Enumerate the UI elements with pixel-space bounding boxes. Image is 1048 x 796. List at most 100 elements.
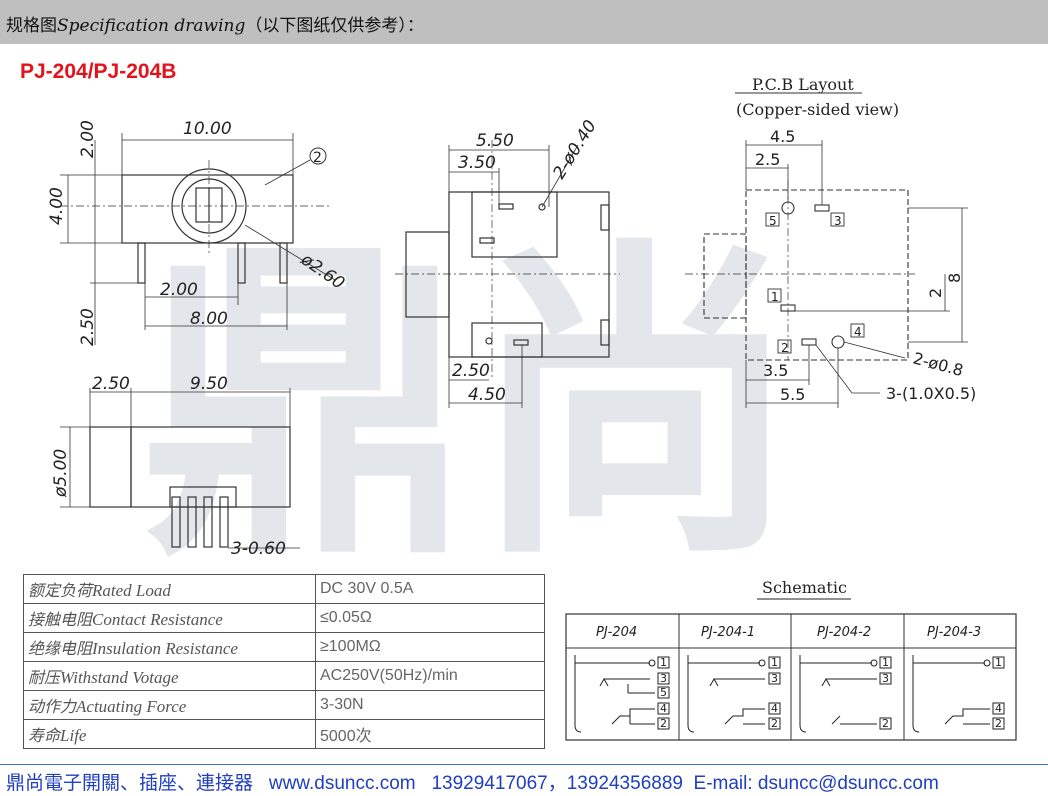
spec-label-en: Actuating Force bbox=[76, 697, 187, 716]
pcb-layout bbox=[685, 92, 968, 408]
spec-label: 寿命Life bbox=[23, 719, 316, 749]
schematic-pin: 3 bbox=[660, 672, 667, 685]
model-title: PJ-204/PJ-204B bbox=[20, 60, 177, 83]
table-row: 耐压Withstand Votage AC250V(50Hz)/min bbox=[23, 661, 545, 691]
schematic-pin: 1 bbox=[771, 656, 778, 669]
schematic-pin: 3 bbox=[882, 672, 889, 685]
pcb-subtitle: (Copper-sided view) bbox=[736, 100, 899, 119]
schematic-pin: 2 bbox=[771, 717, 778, 730]
spec-value: ≤0.05Ω bbox=[315, 603, 545, 633]
footer-divider bbox=[0, 764, 1048, 765]
footer-company: 鼎尚電子開關、插座、連接器 bbox=[6, 772, 254, 794]
pcb-pin-label: 5 bbox=[769, 214, 777, 228]
dim-pcb-slots: 3-(1.0X0.5) bbox=[886, 384, 976, 403]
schematic-pin: 2 bbox=[995, 717, 1002, 730]
pcb-pin-label: 2 bbox=[781, 341, 789, 355]
schematic-col-name: PJ-204 bbox=[596, 625, 637, 640]
top-view bbox=[395, 140, 620, 408]
dim-front-width: 10.00 bbox=[183, 119, 232, 139]
schematic-title: Schematic bbox=[762, 578, 847, 597]
header-title: 规格图Specification drawing（以下图纸仅供参考）： bbox=[6, 11, 424, 36]
dim-front-body: 4.00 bbox=[47, 187, 67, 225]
header-title-zh: 规格图 bbox=[6, 16, 57, 36]
footer-website[interactable]: www.dsuncc.com bbox=[268, 773, 416, 794]
spec-label-zh: 动作力 bbox=[28, 697, 77, 716]
spec-value: DC 30V 0.5A bbox=[315, 574, 545, 604]
header-note: （以下图纸仅供参考）： bbox=[245, 16, 424, 36]
spec-label-en: Contact Resistance bbox=[92, 610, 223, 629]
spec-label-zh: 接触电阻 bbox=[28, 610, 93, 629]
table-row: 绝缘电阻Insulation Resistance ≥100MΩ bbox=[23, 632, 545, 662]
schematic-col-name: PJ-204-3 bbox=[927, 625, 981, 640]
spec-value: ≥100MΩ bbox=[315, 632, 545, 662]
schematic-pin: 1 bbox=[660, 656, 667, 669]
dim-side-pins: 3-0.60 bbox=[231, 539, 286, 559]
schematic-col-name: PJ-204-2 bbox=[817, 625, 871, 640]
schematic-pin: 1 bbox=[995, 656, 1002, 669]
spec-label: 动作力Actuating Force bbox=[23, 690, 316, 720]
dim-side-length: 9.50 bbox=[190, 374, 228, 394]
spec-label-en: Insulation Resistance bbox=[92, 639, 238, 658]
schematic-col-name: PJ-204-1 bbox=[701, 625, 755, 640]
dim-front-pin-outer: 8.00 bbox=[190, 309, 228, 329]
schematic-pin: 2 bbox=[882, 717, 889, 730]
spec-label-zh: 额定负荷 bbox=[28, 581, 93, 600]
dim-side-head: 2.50 bbox=[92, 374, 130, 394]
table-row: 寿命Life 5000次 bbox=[23, 719, 545, 749]
dim-top-hole: 2-ø0.40 bbox=[549, 117, 601, 183]
spec-label: 绝缘电阻Insulation Resistance bbox=[23, 632, 316, 662]
dim-pcb-hole: 2-ø0.8 bbox=[911, 349, 965, 381]
spec-label: 耐压Withstand Votage bbox=[23, 661, 316, 691]
spec-label-zh: 耐压 bbox=[28, 668, 61, 687]
spec-label-en: Life bbox=[60, 726, 87, 745]
dim-front-bottom: 2.50 bbox=[78, 308, 98, 346]
dim-top-a: 5.50 bbox=[476, 131, 514, 151]
dim-pcb-bot-a: 3.5 bbox=[763, 361, 788, 380]
dim-top-b: 3.50 bbox=[458, 153, 496, 173]
schematic-pin: 4 bbox=[660, 702, 667, 715]
pcb-pin-label: 3 bbox=[834, 214, 842, 228]
footer-email[interactable]: E-mail: dsuncc@dsuncc.com bbox=[693, 773, 939, 794]
schematic-pin: 4 bbox=[995, 702, 1002, 715]
dim-front-pin-span: 2.00 bbox=[160, 280, 198, 300]
dim-pcb-top-b: 2.5 bbox=[755, 150, 780, 169]
spec-table: 额定负荷Rated Load DC 30V 0.5A 接触电阻Contact R… bbox=[23, 574, 545, 749]
table-row: 接触电阻Contact Resistance ≤0.05Ω bbox=[23, 603, 545, 633]
footer-phones: 13929417067，13924356889 bbox=[431, 773, 683, 794]
schematic-pin: 1 bbox=[882, 656, 889, 669]
schematic-pin: 2 bbox=[660, 717, 667, 730]
header-bar: 规格图Specification drawing（以下图纸仅供参考）： bbox=[0, 0, 1048, 44]
dim-pcb-bot-b: 5.5 bbox=[780, 385, 805, 404]
schematic: Schematic PJ-204 PJ-204-1 PJ-204-2 PJ-20… bbox=[565, 578, 1017, 741]
spec-label: 接触电阻Contact Resistance bbox=[23, 603, 316, 633]
header-title-en: Specification drawing bbox=[57, 16, 246, 36]
front-view bbox=[60, 133, 336, 345]
dim-pcb-top-a: 4.5 bbox=[770, 127, 795, 146]
dim-front-top: 2.00 bbox=[78, 120, 98, 158]
pcb-labels: P.C.B Layout (Copper-sided view) 4.5 2.5… bbox=[736, 75, 976, 404]
footer: 鼎尚電子開關、插座、連接器 www.dsuncc.com 13929417067… bbox=[6, 768, 939, 795]
dim-pcb-height: 8 bbox=[945, 273, 964, 283]
pcb-pin-label: 1 bbox=[771, 290, 779, 304]
table-row: 动作力Actuating Force 3-30N bbox=[23, 690, 545, 720]
side-view bbox=[60, 388, 300, 549]
schematic-pin: 3 bbox=[771, 672, 778, 685]
spec-label: 额定负荷Rated Load bbox=[23, 574, 316, 604]
schematic-pin: 4 bbox=[771, 702, 778, 715]
spec-value: 5000次 bbox=[315, 719, 545, 749]
spec-value: AC250V(50Hz)/min bbox=[315, 661, 545, 691]
pcb-title: P.C.B Layout bbox=[752, 75, 854, 94]
spec-value: 3-30N bbox=[315, 690, 545, 720]
watermark: 鼎尚 bbox=[140, 214, 800, 598]
spec-label-zh: 寿命 bbox=[28, 726, 61, 745]
spec-label-en: Rated Load bbox=[92, 581, 171, 600]
spec-label-zh: 绝缘电阻 bbox=[28, 639, 93, 658]
table-row: 额定负荷Rated Load DC 30V 0.5A bbox=[23, 574, 545, 604]
dim-side-dia: ø5.00 bbox=[51, 449, 71, 498]
spec-label-en: Withstand Votage bbox=[60, 668, 179, 687]
dim-pcb-mid: 2 bbox=[926, 288, 945, 298]
schematic-pin: 5 bbox=[660, 686, 667, 699]
pcb-pin-label: 4 bbox=[854, 325, 862, 339]
dim-top-d: 4.50 bbox=[468, 385, 506, 405]
